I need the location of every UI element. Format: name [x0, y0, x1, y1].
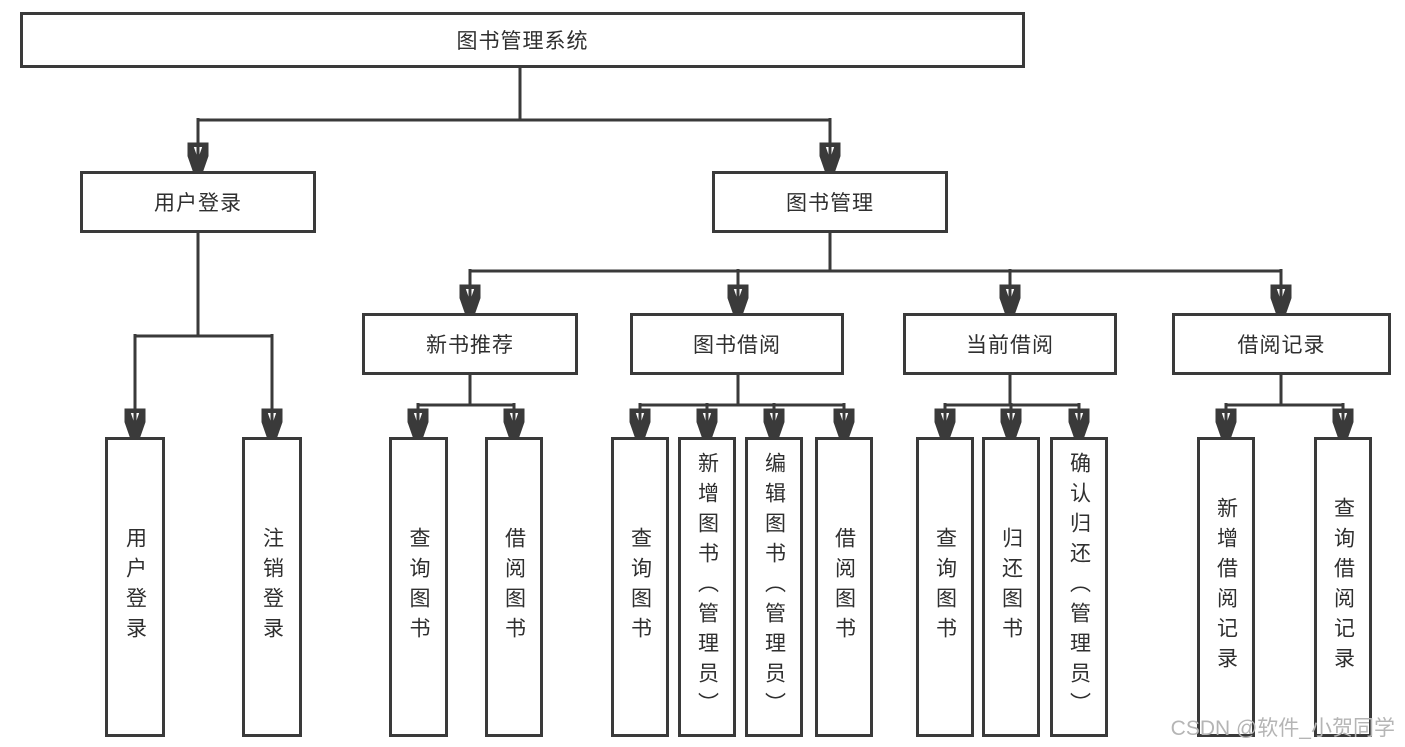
node-book-borrowing: 图书借阅	[630, 313, 844, 375]
node-new-book-recommend: 新书推荐	[362, 313, 578, 375]
node-borrowing-records: 借阅记录	[1172, 313, 1391, 375]
leaf-add-books-admin: 新增图书（管理员）	[678, 437, 736, 737]
watermark: CSDN @软件_小贺同学	[1170, 717, 1395, 740]
node-book-management: 图书管理	[712, 171, 948, 233]
leaf-logout: 注销登录	[242, 437, 302, 737]
leaf-borrow-books-recommend: 借阅图书	[485, 437, 543, 737]
leaf-query-borrow-record: 查询借阅记录	[1314, 437, 1372, 737]
leaf-edit-books-admin: 编辑图书（管理员）	[745, 437, 803, 737]
leaf-confirm-return-admin: 确认归还（管理员）	[1050, 437, 1108, 737]
node-user-login: 用户登录	[80, 171, 316, 233]
leaf-user-login: 用户登录	[105, 437, 165, 737]
leaf-query-books-current: 查询图书	[916, 437, 974, 737]
leaf-add-borrow-record: 新增借阅记录	[1197, 437, 1255, 737]
leaf-borrow-books-borrowing: 借阅图书	[815, 437, 873, 737]
leaf-query-books-recommend: 查询图书	[389, 437, 448, 737]
leaf-query-books-borrowing: 查询图书	[611, 437, 669, 737]
leaf-return-books: 归还图书	[982, 437, 1040, 737]
node-current-borrowing: 当前借阅	[903, 313, 1117, 375]
node-root: 图书管理系统	[20, 12, 1025, 68]
